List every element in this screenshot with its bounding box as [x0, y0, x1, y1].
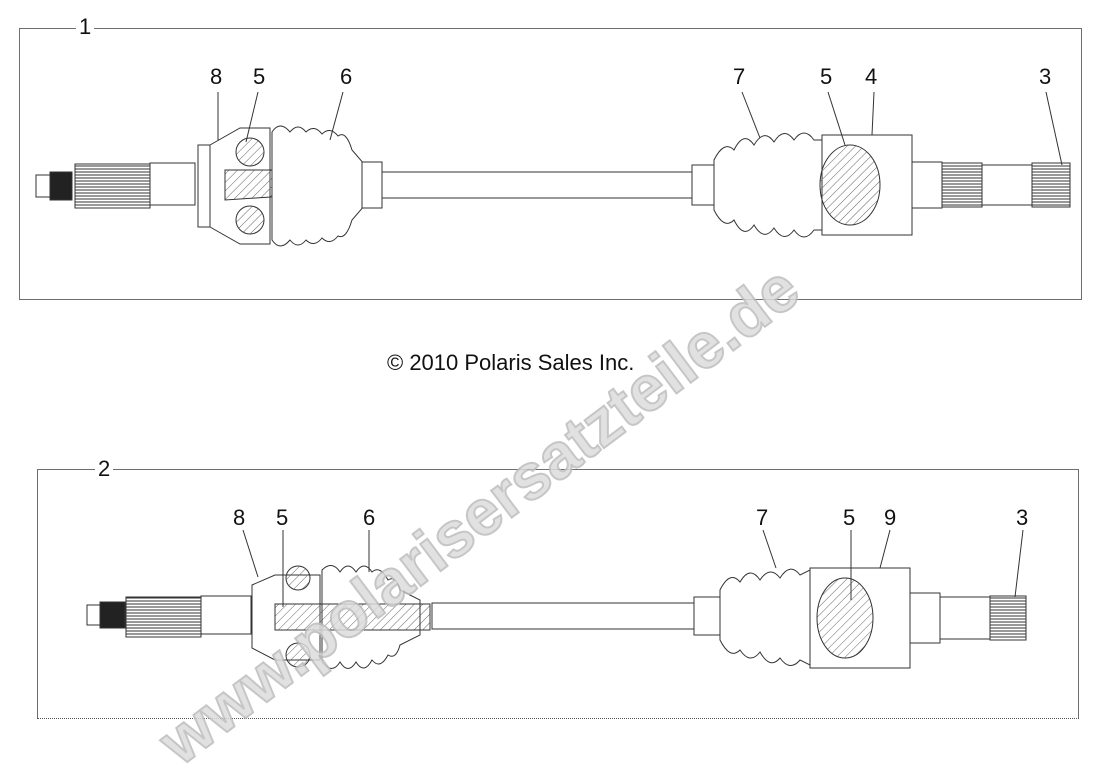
assembly-1-frame [19, 28, 1082, 300]
callout-5: 5 [276, 505, 289, 530]
assembly-1-number: 1 [76, 16, 95, 38]
callout-5: 5 [253, 64, 266, 89]
callout-6: 6 [363, 505, 376, 530]
assembly-2-frame [37, 469, 1079, 719]
callout-4: 4 [865, 64, 878, 89]
copyright-text: © 2010 Polaris Sales Inc. [387, 350, 635, 375]
callout-8: 8 [210, 64, 223, 89]
callout-5: 5 [843, 505, 856, 530]
assembly-2-number: 2 [95, 458, 114, 480]
callout-9: 9 [884, 505, 897, 530]
callout-3: 3 [1039, 64, 1052, 89]
callout-8: 8 [233, 505, 246, 530]
callout-7: 7 [756, 505, 769, 530]
callout-7: 7 [733, 64, 746, 89]
callout-5: 5 [820, 64, 833, 89]
callout-3: 3 [1016, 505, 1029, 530]
drive-shaft-illustration [35, 91, 1071, 669]
callout-6: 6 [340, 64, 353, 89]
